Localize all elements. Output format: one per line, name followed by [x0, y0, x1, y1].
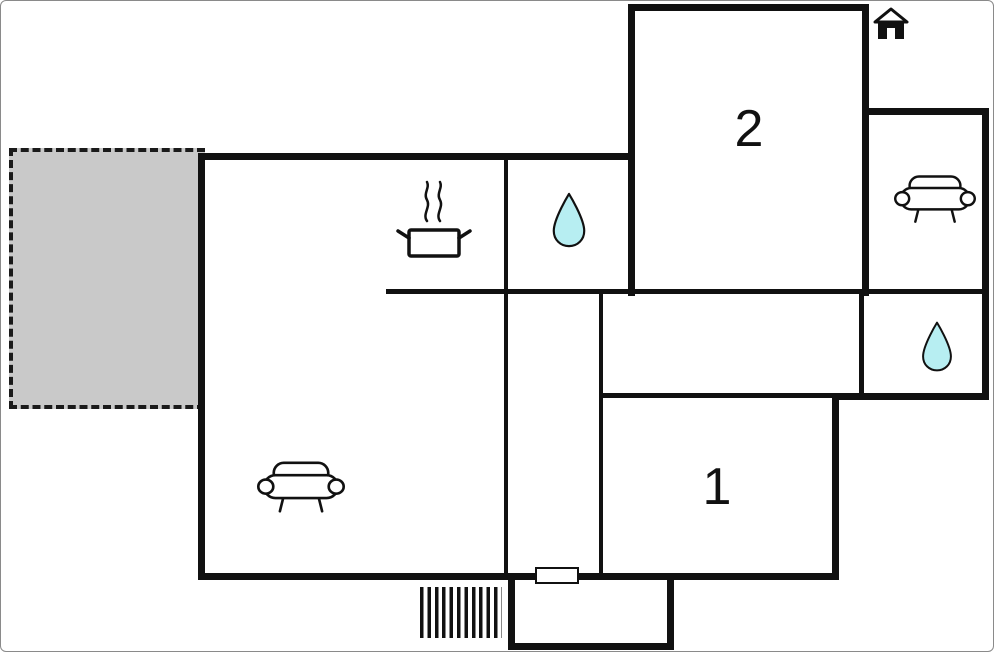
- room-label-bedroom-1: 1: [702, 458, 732, 516]
- wall-entrance-left: [508, 573, 515, 650]
- wall-bottom: [198, 573, 839, 580]
- wall-bedroom1-top: [599, 393, 836, 398]
- wall-bathroom-right-left: [859, 291, 864, 396]
- room-corridor: [508, 294, 599, 573]
- wall-left: [198, 153, 205, 580]
- house-icon: [873, 7, 909, 39]
- room-label-bedroom-2: 2: [734, 100, 764, 158]
- wall-corridor-left: [504, 160, 508, 573]
- cooking-pot-icon: [396, 180, 472, 258]
- wall-bedroom2-left: [628, 4, 635, 296]
- wall-entrance-bottom: [508, 643, 674, 650]
- water-drop-icon: [552, 192, 586, 248]
- wall-entrance-right: [667, 573, 674, 650]
- steam-icon: [437, 180, 443, 223]
- terrace-area: [9, 148, 205, 409]
- wall-bedroom1-right: [832, 393, 839, 580]
- door-threshold-icon: [535, 567, 579, 584]
- sofa-icon: [257, 461, 345, 513]
- wall-bedroom2-right: [862, 4, 869, 296]
- steam-icon: [424, 180, 430, 223]
- wall-mid-horizontal: [386, 289, 986, 294]
- stairs-icon: [420, 587, 502, 638]
- wall-bathroom-right-bottom: [832, 393, 989, 400]
- sofa-icon: [894, 175, 976, 223]
- wall-bedroom2-top: [628, 4, 869, 11]
- wall-corridor-right: [599, 291, 603, 573]
- wall-annex-top: [862, 108, 989, 115]
- room-hall: [603, 294, 859, 393]
- room-entrance: [515, 580, 667, 643]
- wall-top: [198, 153, 635, 160]
- wall-right: [982, 108, 989, 400]
- water-drop-icon: [922, 321, 952, 372]
